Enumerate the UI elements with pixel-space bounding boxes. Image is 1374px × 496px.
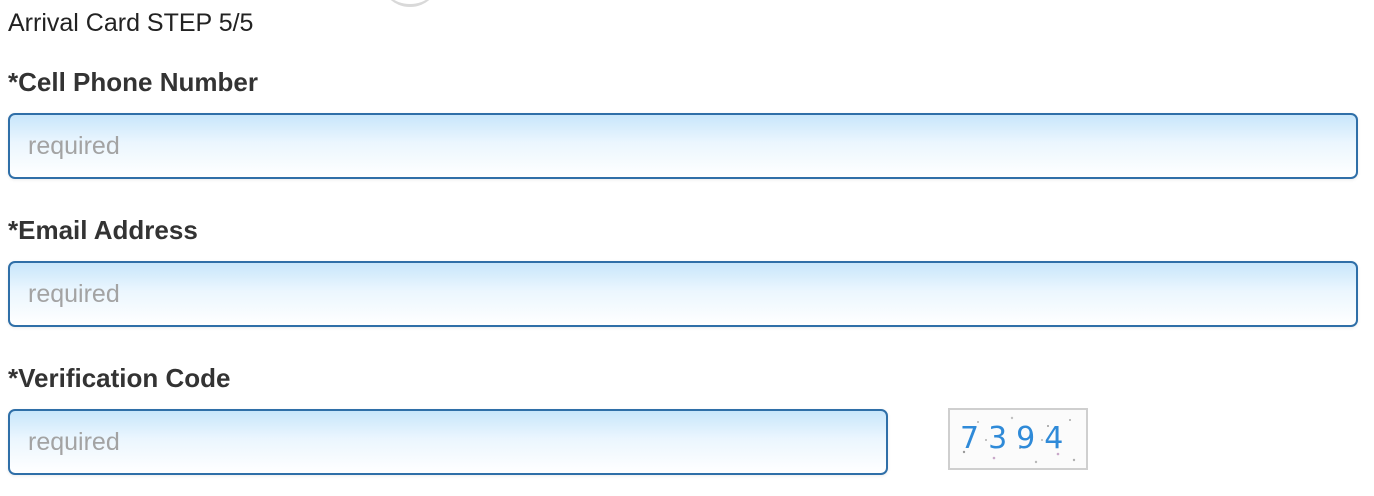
captcha-code: 7394	[960, 421, 1073, 456]
email-label: *Email Address	[8, 215, 198, 245]
captcha-image[interactable]: 7394	[948, 408, 1088, 470]
cell-phone-input[interactable]	[8, 113, 1358, 179]
decorative-arc	[380, 0, 440, 7]
cell-phone-label: *Cell Phone Number	[8, 67, 258, 97]
verification-code-input[interactable]	[8, 409, 888, 475]
email-input[interactable]	[8, 261, 1358, 327]
step-title: Arrival Card STEP 5/5	[8, 9, 254, 37]
captcha-noise	[962, 416, 1076, 464]
verification-code-label: *Verification Code	[8, 363, 231, 393]
